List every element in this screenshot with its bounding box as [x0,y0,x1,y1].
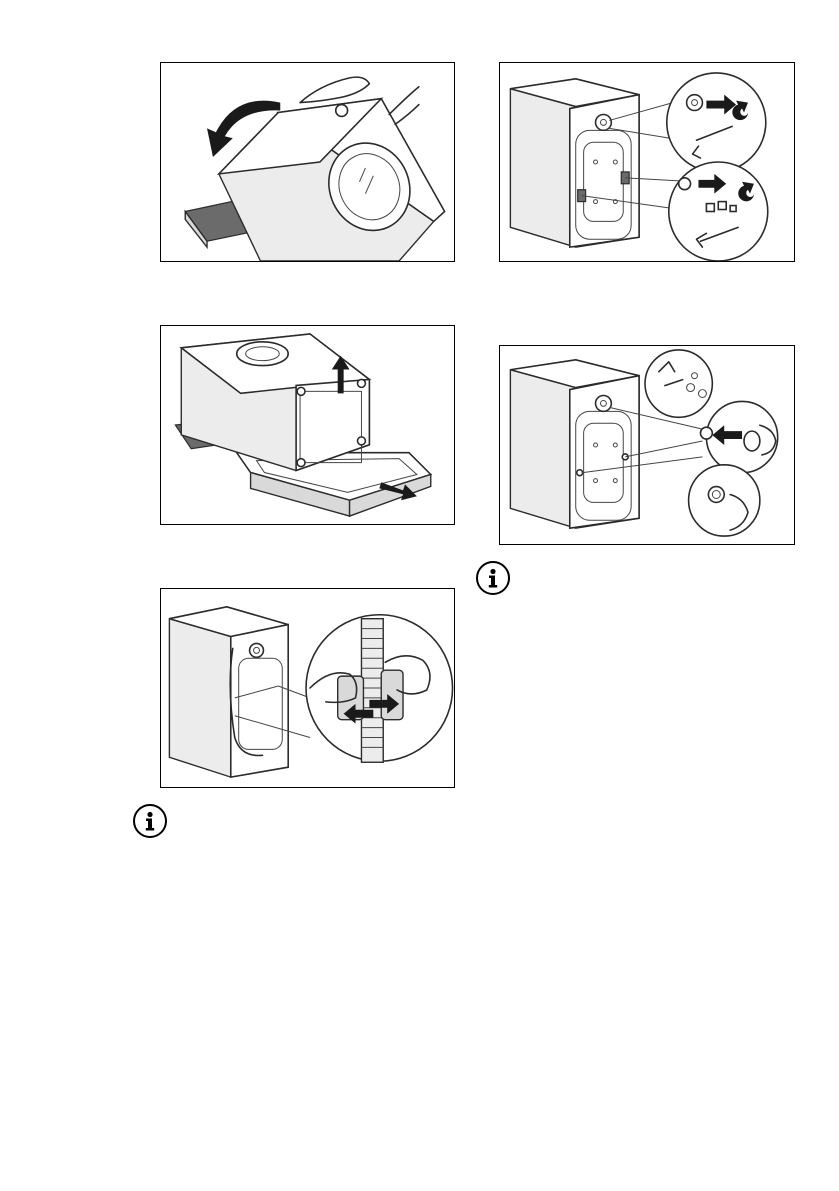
remove-base-illustration [160,325,455,525]
info-icon [133,804,167,838]
remove-transit-bolts-illustration [499,62,795,262]
insert-plastic-caps-illustration [499,345,795,545]
info-icon [476,561,510,595]
hose-clamp-illustration [160,588,455,788]
tilt-machine-illustration [160,62,455,262]
